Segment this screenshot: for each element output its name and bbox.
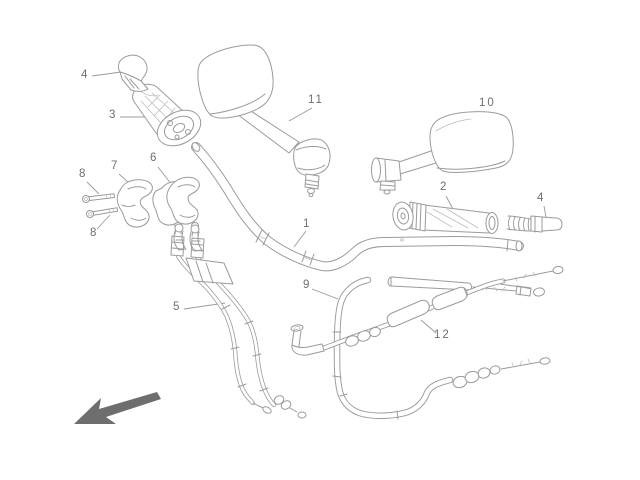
cable-large-drawing xyxy=(332,276,551,420)
callout-bar-end-weight-right: 4 xyxy=(537,192,546,204)
screw-upper-drawing xyxy=(82,193,115,203)
holder-upper-drawing xyxy=(116,179,153,228)
mirror-right-drawing xyxy=(371,111,514,195)
grip-drawing xyxy=(132,83,202,147)
callout-grip: 3 xyxy=(109,109,118,121)
handlebar-drawing xyxy=(191,142,524,272)
callout-bar-end-weight-left: 4 xyxy=(81,69,90,81)
callout-throttle-tube: 2 xyxy=(440,181,449,193)
bar-end-weight-right-drawing xyxy=(506,215,563,233)
screw-lower-drawing xyxy=(86,207,118,218)
callout-mirror-right: 10 xyxy=(479,97,496,109)
callout-cable-throttle: 12 xyxy=(434,329,451,341)
throttle-tube-drawing xyxy=(392,201,499,234)
callout-cable-large: 9 xyxy=(303,279,312,291)
leader-lines xyxy=(86,71,547,334)
direction-arrow-icon xyxy=(74,392,161,424)
holder-lower-drawing xyxy=(152,176,203,252)
callout-cables-left-pair: 5 xyxy=(173,301,182,313)
callout-screw-lower: 8 xyxy=(90,227,99,239)
callout-holder-lower: 6 xyxy=(150,152,159,164)
callout-screw-upper: 8 xyxy=(79,168,88,180)
callout-handlebar: 1 xyxy=(303,218,312,230)
callout-holder-upper: 7 xyxy=(111,160,120,172)
cables-left-drawing xyxy=(170,220,307,419)
cable-throttle-drawing xyxy=(290,265,564,356)
callout-mirror-left: 11 xyxy=(308,94,324,106)
mirror-left-drawing xyxy=(197,44,331,197)
bar-end-weight-left-drawing xyxy=(117,54,149,92)
